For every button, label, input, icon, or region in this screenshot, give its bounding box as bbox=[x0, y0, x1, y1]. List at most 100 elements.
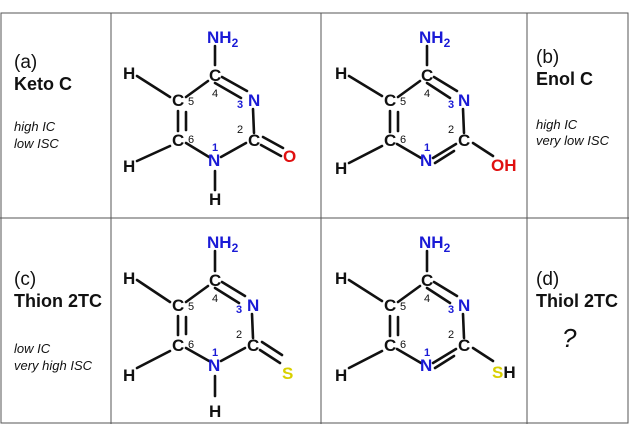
panel-c-letter: (c) bbox=[14, 269, 37, 290]
bond-c6-h bbox=[347, 349, 384, 370]
bond-c6-h bbox=[135, 144, 172, 163]
label-1: 1 bbox=[424, 347, 430, 359]
panel-a-note-ic: high IC bbox=[14, 119, 56, 134]
label-3: 3 bbox=[448, 304, 454, 316]
bond-c4-n3-double bbox=[213, 81, 243, 100]
atom-c6: C bbox=[172, 336, 184, 355]
atom-n1: N bbox=[420, 356, 432, 375]
atom-hydroxyl: OH bbox=[491, 156, 517, 175]
atom-h5: H bbox=[335, 269, 347, 288]
label-2: 2 bbox=[236, 329, 242, 341]
panel-d-name: Thiol 2TC bbox=[536, 291, 618, 311]
label-4: 4 bbox=[424, 293, 430, 305]
label-3: 3 bbox=[237, 99, 243, 111]
label-2: 2 bbox=[448, 329, 454, 341]
atom-n1: N bbox=[208, 356, 220, 375]
bond-c2-s bbox=[260, 340, 284, 357]
bond-c2-o-double bbox=[259, 143, 283, 158]
bond-n1-c6 bbox=[184, 141, 211, 159]
label-6: 6 bbox=[188, 134, 194, 146]
bond-c4-n3 bbox=[432, 280, 459, 298]
bond-c5-c4 bbox=[396, 79, 422, 99]
panel-b-note-ic: high IC bbox=[536, 117, 578, 132]
panel-b-note-isc: very low ISC bbox=[536, 133, 609, 148]
atom-c4: C bbox=[421, 66, 433, 85]
label-4: 4 bbox=[212, 88, 218, 100]
panel-d-question-mark: ? bbox=[562, 323, 577, 353]
atom-c2: C bbox=[248, 131, 260, 150]
panel-a-note-isc: low ISC bbox=[14, 136, 59, 151]
bond-c2-o bbox=[261, 135, 285, 150]
label-4: 4 bbox=[424, 88, 430, 100]
bond-n3-c2 bbox=[461, 107, 466, 135]
bond-c6-h bbox=[135, 349, 172, 370]
bonds bbox=[135, 249, 284, 398]
atom-c4: C bbox=[209, 271, 221, 290]
bond-c4-n3-double bbox=[425, 81, 452, 100]
atom-h6: H bbox=[335, 366, 347, 385]
atom-n3: N bbox=[458, 296, 470, 315]
atom-sulfur: S bbox=[282, 364, 293, 383]
panel-a-name: Keto C bbox=[14, 74, 72, 94]
label-3: 3 bbox=[236, 304, 242, 316]
bond-c4-n3-double bbox=[213, 286, 241, 305]
atom-c6: C bbox=[384, 336, 396, 355]
atom-n1: N bbox=[208, 151, 220, 170]
atom-h6: H bbox=[335, 159, 347, 178]
bond-c5-h bbox=[347, 74, 384, 98]
atom-h5: H bbox=[123, 64, 135, 83]
atom-c4: C bbox=[421, 271, 433, 290]
bond-c2-oh bbox=[471, 141, 495, 158]
atom-h5: H bbox=[123, 269, 135, 288]
bonds bbox=[135, 44, 285, 192]
label-5: 5 bbox=[188, 96, 194, 108]
label-4: 4 bbox=[212, 293, 218, 305]
atom-h1: H bbox=[209, 190, 221, 209]
label-6: 6 bbox=[400, 134, 406, 146]
atom-c6: C bbox=[172, 131, 184, 150]
bond-c5-h bbox=[135, 74, 172, 99]
bond-c4-n3-double bbox=[425, 286, 452, 305]
label-6: 6 bbox=[188, 339, 194, 351]
label-1: 1 bbox=[212, 347, 218, 359]
label-6: 6 bbox=[400, 339, 406, 351]
atom-c2: C bbox=[247, 336, 259, 355]
amino-n-atom: NH2 bbox=[207, 233, 239, 255]
bond-c4-n3 bbox=[220, 280, 247, 298]
atom-c5: C bbox=[172, 296, 184, 315]
bond-c2-n1-double bbox=[433, 354, 456, 370]
molecule-thion-2tc: NH2 C 4 N 3 C 2 N 1 C 5 C 6 H H H S bbox=[123, 233, 293, 421]
molecule-thiol-2tc: NH2 C 4 N 3 C 2 N 1 C 5 C 6 H H SH bbox=[335, 233, 516, 385]
bond-c6-h bbox=[347, 144, 384, 165]
panel-c-note-isc: very high ISC bbox=[14, 358, 93, 373]
atom-n3: N bbox=[248, 91, 260, 110]
panel-a-letter: (a) bbox=[14, 52, 38, 73]
panel-c-note-ic: low IC bbox=[14, 341, 51, 356]
label-5: 5 bbox=[400, 96, 406, 108]
atom-h5: H bbox=[335, 64, 347, 83]
label-5: 5 bbox=[188, 301, 194, 313]
panel-b-letter: (b) bbox=[536, 47, 560, 68]
bond-c2-s-double bbox=[258, 348, 282, 365]
atom-c5: C bbox=[384, 91, 396, 110]
label-2: 2 bbox=[448, 124, 454, 136]
bond-c5-h bbox=[135, 278, 172, 304]
amino-n-atom: NH2 bbox=[419, 233, 451, 255]
bond-c2-sh bbox=[471, 346, 495, 363]
atom-h6: H bbox=[123, 157, 135, 176]
bond-c2-n1 bbox=[219, 346, 247, 363]
bond-c4-n3 bbox=[432, 75, 459, 93]
label-1: 1 bbox=[424, 142, 430, 154]
atom-c6: C bbox=[384, 131, 396, 150]
atom-c2: C bbox=[458, 336, 470, 355]
molecule-keto-c: NH2 C 4 N 3 C 2 N 1 C 5 C 6 H H H O bbox=[123, 28, 296, 209]
atom-oxygen: O bbox=[283, 147, 296, 166]
amino-n-atom: NH2 bbox=[207, 28, 239, 50]
label-1: 1 bbox=[212, 142, 218, 154]
bond-n3-c2 bbox=[251, 107, 256, 135]
bond-n3-c2 bbox=[250, 312, 255, 340]
bond-c4-n3 bbox=[220, 75, 249, 93]
panel-d-letter: (d) bbox=[536, 269, 560, 290]
bond-n3-c2 bbox=[461, 312, 466, 340]
bond-c5-c4 bbox=[184, 284, 210, 304]
